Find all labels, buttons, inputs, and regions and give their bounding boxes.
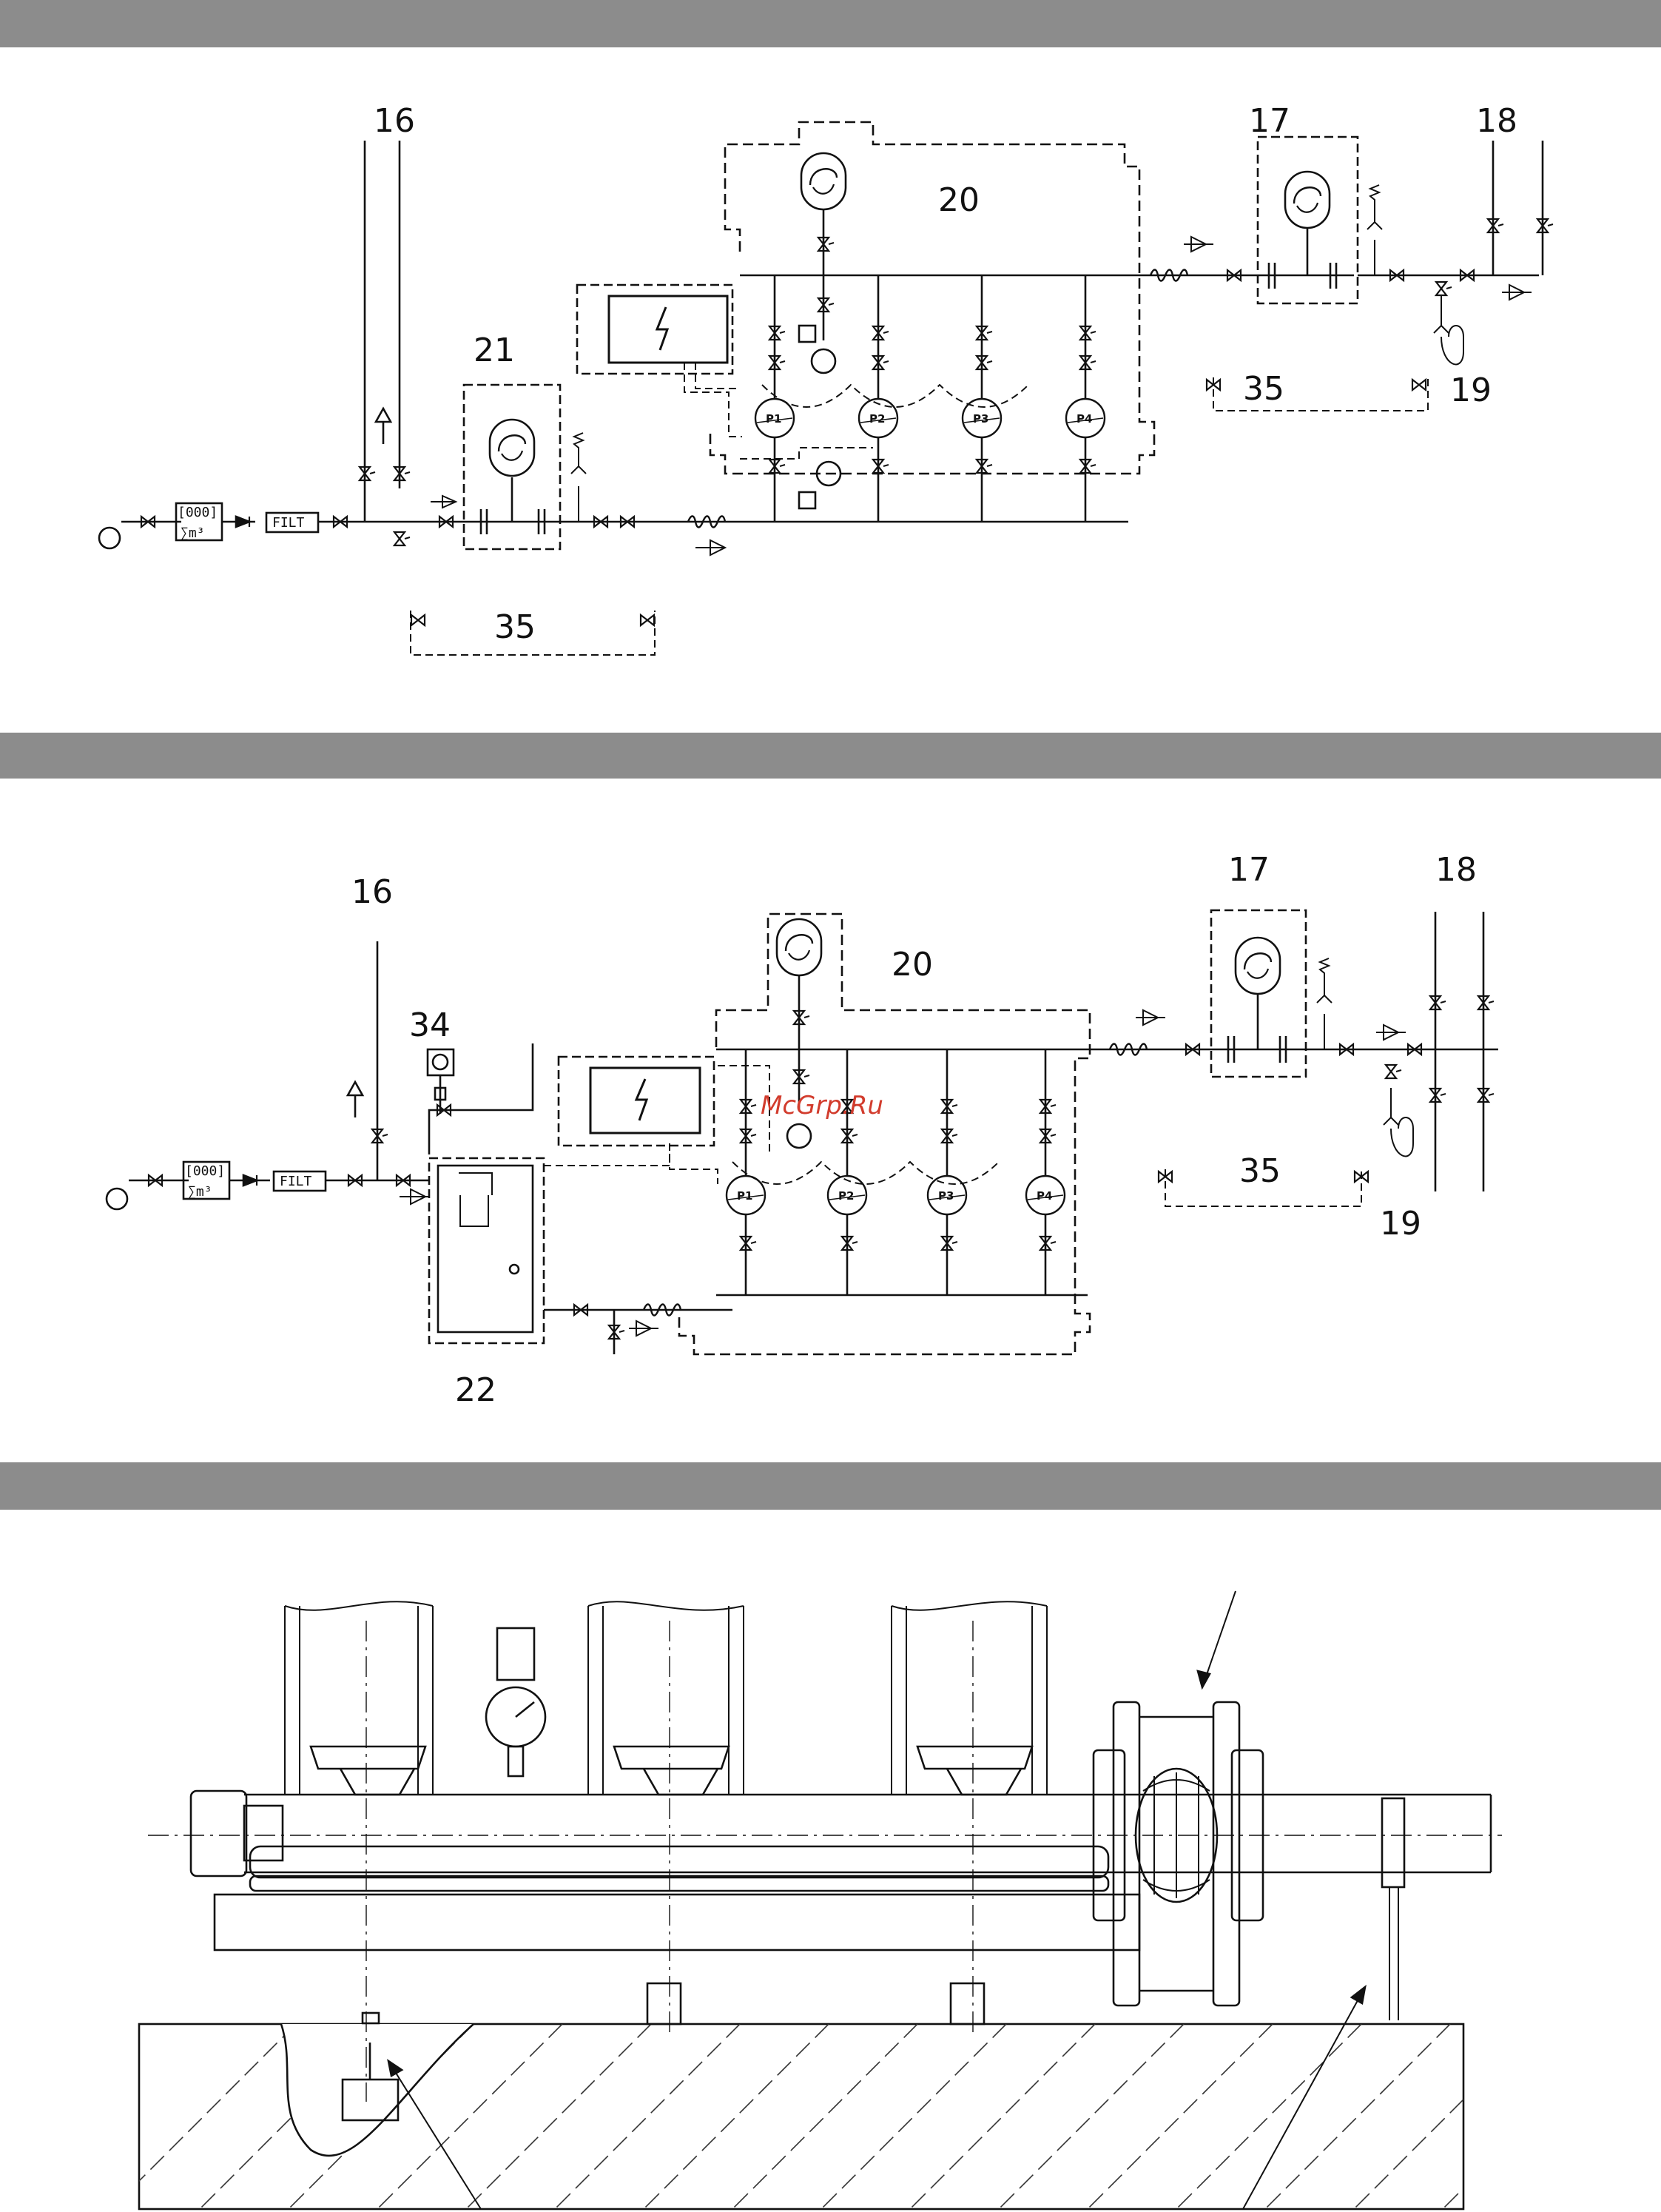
label-21: 21 bbox=[474, 332, 515, 369]
filter-label: FILT bbox=[280, 1174, 312, 1189]
label-18: 18 bbox=[1476, 102, 1517, 140]
pump-label-p3: P3 bbox=[938, 1189, 954, 1203]
label-20: 20 bbox=[938, 181, 980, 219]
label-35-right: 35 bbox=[1243, 370, 1284, 408]
pump-label-p2: P2 bbox=[838, 1189, 854, 1203]
label-35: 35 bbox=[1239, 1152, 1281, 1190]
pump-label-p4: P4 bbox=[1077, 412, 1092, 426]
pump-label-p4: P4 bbox=[1037, 1189, 1052, 1203]
watermark: McGrp.Ru bbox=[761, 1091, 883, 1120]
label-19: 19 bbox=[1380, 1205, 1421, 1243]
pump-label-p1: P1 bbox=[766, 412, 781, 426]
pump-label-p3: P3 bbox=[973, 412, 988, 426]
pump-label-p1: P1 bbox=[737, 1189, 752, 1203]
label-17: 17 bbox=[1249, 102, 1290, 140]
meter-sum-label: ∑m³ bbox=[188, 1184, 212, 1200]
label-16: 16 bbox=[374, 102, 415, 140]
filter-label: FILT bbox=[272, 515, 305, 531]
meter-sum-label: ∑m³ bbox=[181, 525, 205, 541]
label-19: 19 bbox=[1450, 372, 1492, 409]
diagram-2 bbox=[107, 910, 1498, 1354]
label-18: 18 bbox=[1435, 851, 1477, 889]
label-20: 20 bbox=[892, 946, 933, 984]
label-16: 16 bbox=[351, 873, 393, 911]
label-34: 34 bbox=[409, 1006, 451, 1044]
meter-label: [000] bbox=[178, 505, 218, 520]
meter-label: [000] bbox=[185, 1163, 225, 1179]
label-17: 17 bbox=[1228, 851, 1270, 889]
diagram-1 bbox=[99, 122, 1553, 655]
mechanical-drawing bbox=[111, 1591, 1661, 2209]
label-35-left: 35 bbox=[494, 608, 536, 646]
label-22: 22 bbox=[455, 1371, 496, 1409]
pump-label-p2: P2 bbox=[869, 412, 885, 426]
